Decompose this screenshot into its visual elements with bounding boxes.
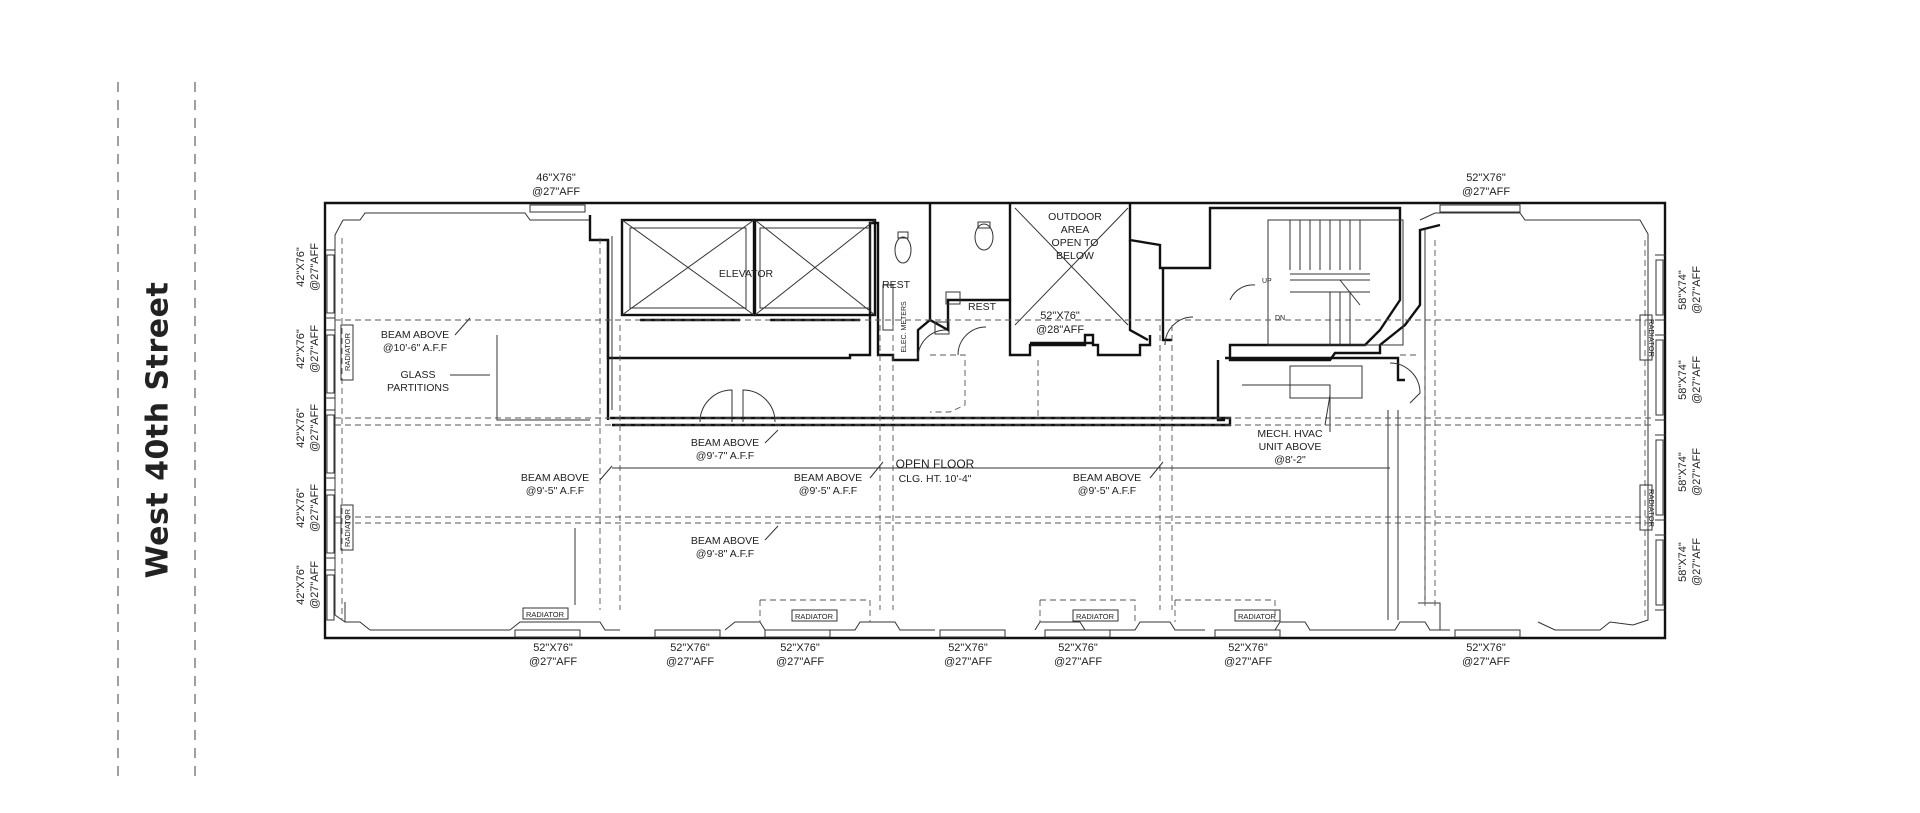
window-sill-label: @27"AFF [1691, 538, 1703, 586]
window-size-label: 52"X76" [1058, 642, 1098, 654]
radiator [1072, 609, 1119, 622]
window-size-label: 42"X76" [295, 329, 307, 369]
window-size-label: 42"X76" [295, 565, 307, 605]
outdoor-label-1: OUTDOOR [1048, 211, 1102, 223]
beam-note: BEAM ABOVE [521, 472, 589, 484]
radiator [522, 607, 569, 620]
stair-dn-label: DN [1275, 315, 1285, 322]
building-core [344, 203, 1441, 630]
window-size-label: 52"X76" [780, 642, 820, 654]
radiator [1234, 609, 1281, 622]
outdoor-label-2: AREA [1061, 224, 1090, 236]
window-size-label: 52"X76" [1466, 642, 1506, 654]
radiator-label: RADIATOR [795, 612, 834, 621]
beam-note: @9'-5" A.F.F [1078, 485, 1136, 497]
radiator-label: RADIATOR [1647, 489, 1656, 528]
radiator-label: RADIATOR [343, 508, 352, 547]
radiator [340, 324, 354, 381]
window-glazing [326, 204, 1664, 638]
open-floor-label: OPEN FLOOR [896, 457, 975, 471]
window-size-label: 46"X76" [536, 172, 576, 184]
window-size-label: 58"X74" [1677, 270, 1689, 310]
street-label: West 40th Street [140, 281, 176, 579]
window-sill-label: @27"AFF [1691, 448, 1703, 496]
window-sill-label: @27"AFF [309, 561, 321, 609]
window-sill-label: @27"AFF [1462, 656, 1510, 668]
outdoor-label-3: OPEN TO [1052, 237, 1099, 249]
radiator-label: RADIATOR [1076, 612, 1115, 621]
window-size-label: 52"X76" [670, 642, 710, 654]
radiator [791, 609, 838, 622]
elevator-label: ELEVATOR [719, 268, 774, 280]
radiator [340, 504, 354, 551]
hvac-note: @8'-2" [1274, 454, 1306, 466]
window-sill-label: @27"AFF [309, 404, 321, 452]
beam-note: BEAM ABOVE [691, 437, 759, 449]
room-labels: ELEVATOR REST REST ELEC. METERS OUTDOOR … [719, 211, 1285, 485]
window-sill-label: @27"AFF [666, 656, 714, 668]
radiator [1639, 484, 1653, 531]
window-size-label: 58"X74" [1677, 360, 1689, 400]
beam-note: @9'-5" A.F.F [799, 485, 857, 497]
notes: BEAM ABOVE @10'-6" A.F.F GLASS PARTITION… [381, 329, 1323, 560]
window-sill-label: @27"AFF [944, 656, 992, 668]
stair-up-label: UP [1262, 278, 1272, 285]
window-sill-label: @28"AFF [1036, 324, 1084, 336]
window-labels: 46"X76" @27"AFF 52"X76" @27"AFF 52"X76" … [295, 172, 1703, 668]
ceiling-height-label: CLG. HT. 10'-4" [899, 473, 972, 485]
radiators: RADIATOR RADIATOR RADIATOR RADIATOR RADI… [340, 314, 1656, 622]
beam-note: @9'-8" A.F.F [696, 548, 754, 560]
window-size-label: 52"X76" [533, 642, 573, 654]
window-sill-label: @27"AFF [776, 656, 824, 668]
window-size-label: 52"X76" [1466, 172, 1506, 184]
beam-note: @9'-7" A.F.F [696, 450, 754, 462]
radiator-label: RADIATOR [1238, 612, 1277, 621]
window-size-label: 52"X76" [1040, 310, 1080, 322]
radiator-label: RADIATOR [343, 332, 352, 371]
window-sill-label: @27"AFF [532, 186, 580, 198]
window-sill-label: @27"AFF [309, 243, 321, 291]
window-sill-label: @27"AFF [1691, 266, 1703, 314]
restroom-label: REST [968, 301, 997, 313]
window-sill-label: @27"AFF [309, 484, 321, 532]
beam-grid [335, 238, 1655, 622]
window-size-label: 52"X76" [1228, 642, 1268, 654]
glass-partitions-note: PARTITIONS [387, 382, 449, 394]
beam-note: @9'-5" A.F.F [526, 485, 584, 497]
window-sill-label: @27"AFF [529, 656, 577, 668]
glass-partitions-note: GLASS [400, 369, 435, 381]
beam-note: BEAM ABOVE [691, 535, 759, 547]
window-size-label: 42"X76" [295, 247, 307, 287]
outdoor-label-4: BELOW [1056, 250, 1094, 262]
window-size-label: 58"X74" [1677, 542, 1689, 582]
window-size-label: 42"X76" [295, 408, 307, 448]
elec-meters-label: ELEC. METERS [901, 301, 908, 353]
window-sill-label: @27"AFF [309, 325, 321, 373]
window-sill-label: @27"AFF [1691, 356, 1703, 404]
radiator [1639, 314, 1653, 361]
window-sill-label: @27"AFF [1054, 656, 1102, 668]
radiator-label: RADIATOR [526, 610, 565, 619]
radiator-label: RADIATOR [1647, 319, 1656, 358]
hvac-note: UNIT ABOVE [1259, 441, 1322, 453]
beam-note: BEAM ABOVE [794, 472, 862, 484]
window-sill-label: @27"AFF [1224, 656, 1272, 668]
note-leaders [450, 317, 1331, 541]
window-size-label: 58"X74" [1677, 452, 1689, 492]
hvac-note: MECH. HVAC [1257, 428, 1323, 440]
beam-note: BEAM ABOVE [1073, 472, 1141, 484]
window-sill-label: @27"AFF [1462, 186, 1510, 198]
window-size-label: 52"X76" [948, 642, 988, 654]
beam-note: BEAM ABOVE [381, 329, 449, 341]
beam-note: @10'-6" A.F.F [383, 342, 447, 354]
restroom-label: REST [882, 279, 911, 291]
window-size-label: 42"X76" [295, 488, 307, 528]
